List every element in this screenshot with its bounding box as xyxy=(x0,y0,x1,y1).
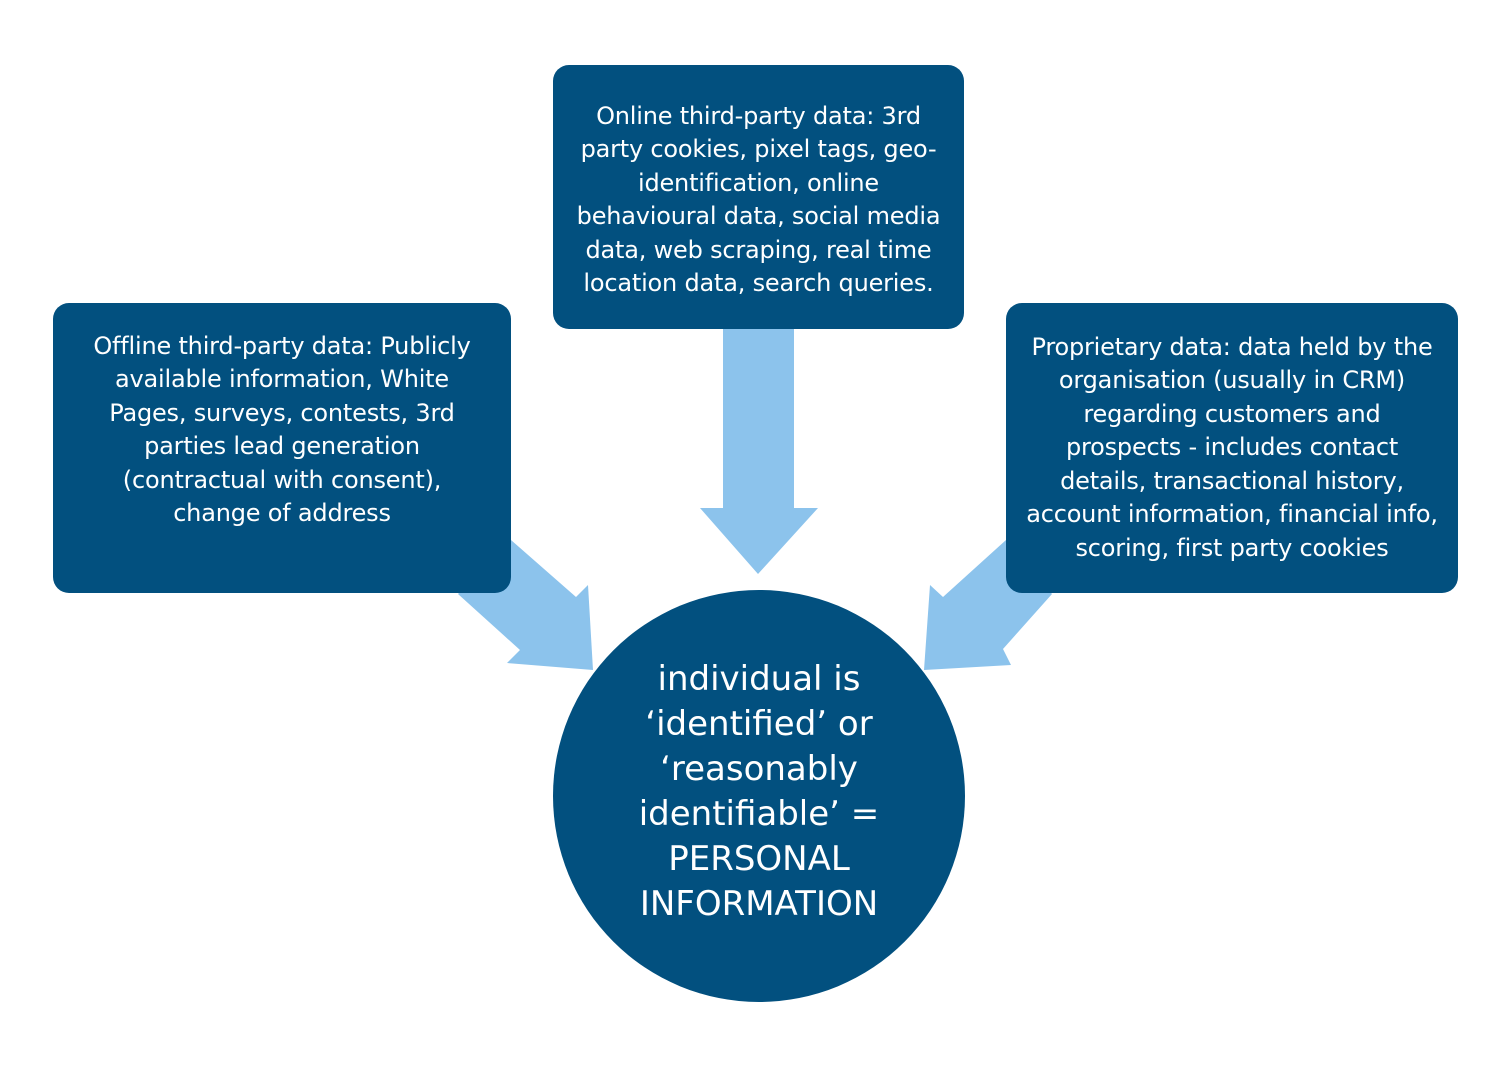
online-third-party-data-text: Online third-party data: 3rd party cooki… xyxy=(576,101,941,298)
arrow-online-to-result xyxy=(700,329,818,574)
proprietary-data-box: Proprietary data: data held by the organ… xyxy=(1006,303,1458,593)
personal-information-circle: individual is ‘identified’ or ‘reasonabl… xyxy=(553,590,965,1002)
offline-third-party-data-text: Offline third-party data: Publicly avail… xyxy=(93,331,471,528)
online-third-party-data-box: Online third-party data: 3rd party cooki… xyxy=(553,65,964,329)
offline-third-party-data-box: Offline third-party data: Publicly avail… xyxy=(53,303,511,593)
personal-information-text: individual is ‘identified’ or ‘reasonabl… xyxy=(638,659,880,924)
proprietary-data-text: Proprietary data: data held by the organ… xyxy=(1026,332,1438,562)
